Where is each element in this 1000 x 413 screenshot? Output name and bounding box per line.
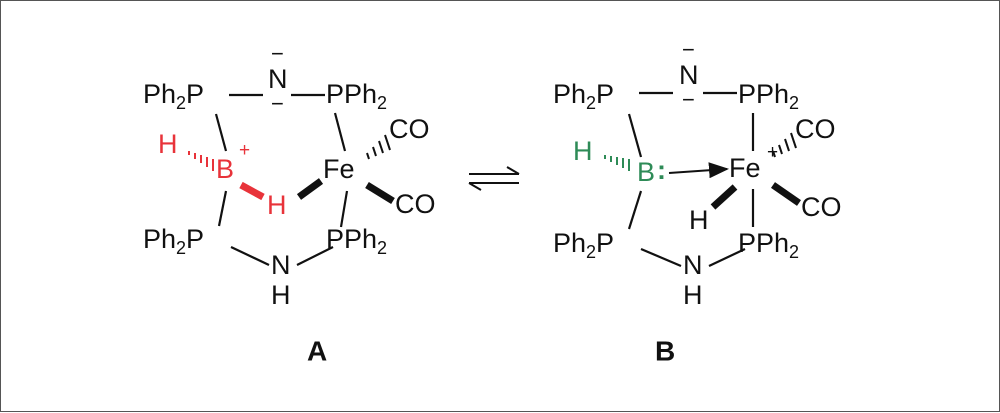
bold-bond-b-hbridge: [239, 181, 265, 201]
boron-b: B: [637, 157, 655, 187]
bond-p2-fe: [333, 112, 347, 152]
bond-nh-p4-b: [708, 248, 746, 267]
iron-b: Fe: [729, 153, 761, 183]
amine-h: H: [271, 280, 291, 310]
boron: B: [216, 154, 234, 184]
amine-n-b: N: [683, 250, 703, 280]
bond-p3-nh-b: [640, 247, 682, 268]
ph2p-bottom-left: Ph2P: [143, 224, 204, 258]
ph2p-top-left: Ph2P: [143, 79, 204, 113]
bridging-h: H: [267, 190, 287, 220]
amide-charge-top-b: −: [682, 37, 695, 62]
boron-charge: +: [239, 140, 250, 161]
ph2p-top-left-b: Ph2P: [553, 79, 614, 113]
iron: Fe: [323, 154, 355, 184]
co-lower: CO: [395, 189, 436, 219]
hydride-h-b: H: [689, 205, 709, 235]
amine-n: N: [271, 250, 291, 280]
boron-h-b: H: [573, 136, 593, 166]
ph2p-bottom-left-b: Ph2P: [553, 228, 614, 262]
molecule-label-b: B: [655, 335, 675, 366]
iron-charge-b: +: [767, 142, 778, 163]
bold-bond-fe-hbridge: [296, 178, 324, 200]
bond-p3-nh: [230, 246, 270, 266]
amide-charge-bottom: −: [271, 91, 284, 116]
hashed-bond-fe-co-upper-b: [772, 132, 797, 158]
forward-arrow-barb: [506, 166, 520, 175]
amine-h-b: H: [683, 280, 703, 310]
lone-pair-b: :: [657, 155, 666, 185]
hashed-bond-fe-co-upper: [366, 134, 391, 160]
bold-bond-fe-h-b: [710, 184, 738, 210]
amide-n-b: N: [679, 60, 699, 90]
pph2-top-right-b: PPh2: [738, 79, 799, 113]
structure-b: Ph2P − N − PPh2 H B : Fe + CO CO H Ph2P …: [553, 37, 842, 367]
bold-bond-fe-co-lower: [365, 182, 395, 204]
bond-p1-b: [214, 113, 228, 152]
pph2-top-right: PPh2: [326, 79, 387, 113]
pph2-bottom-right-b: PPh2: [738, 228, 799, 262]
pph2-bottom-right: PPh2: [326, 224, 387, 258]
bond-nh-p4: [296, 246, 334, 266]
equilibrium-arrows: [468, 166, 520, 191]
bond-p1-b-b: [627, 113, 643, 158]
bond-b-p3-b: [627, 190, 643, 230]
co-upper: CO: [389, 114, 430, 144]
bold-bond-fe-co-lower-b: [771, 182, 801, 206]
amide-charge-bottom-b: −: [682, 87, 695, 112]
co-lower-b: CO: [801, 192, 842, 222]
bond-fe-p4: [339, 190, 349, 228]
co-upper-b: CO: [795, 114, 836, 144]
dative-arrow-b-fe: [668, 162, 729, 179]
hashed-bond-b-h: [188, 151, 214, 171]
amide-n: N: [268, 64, 288, 94]
reverse-arrow-barb: [468, 182, 482, 191]
amide-charge-top: −: [271, 41, 284, 66]
hashed-bond-b-h-b: [604, 155, 630, 171]
structure-a: Ph2P − N − PPh2 H B + H Fe CO CO Ph2P PP…: [143, 41, 436, 367]
boron-h: H: [158, 129, 178, 159]
molecule-label-a: A: [307, 335, 327, 366]
bond-b-p3: [217, 190, 228, 227]
